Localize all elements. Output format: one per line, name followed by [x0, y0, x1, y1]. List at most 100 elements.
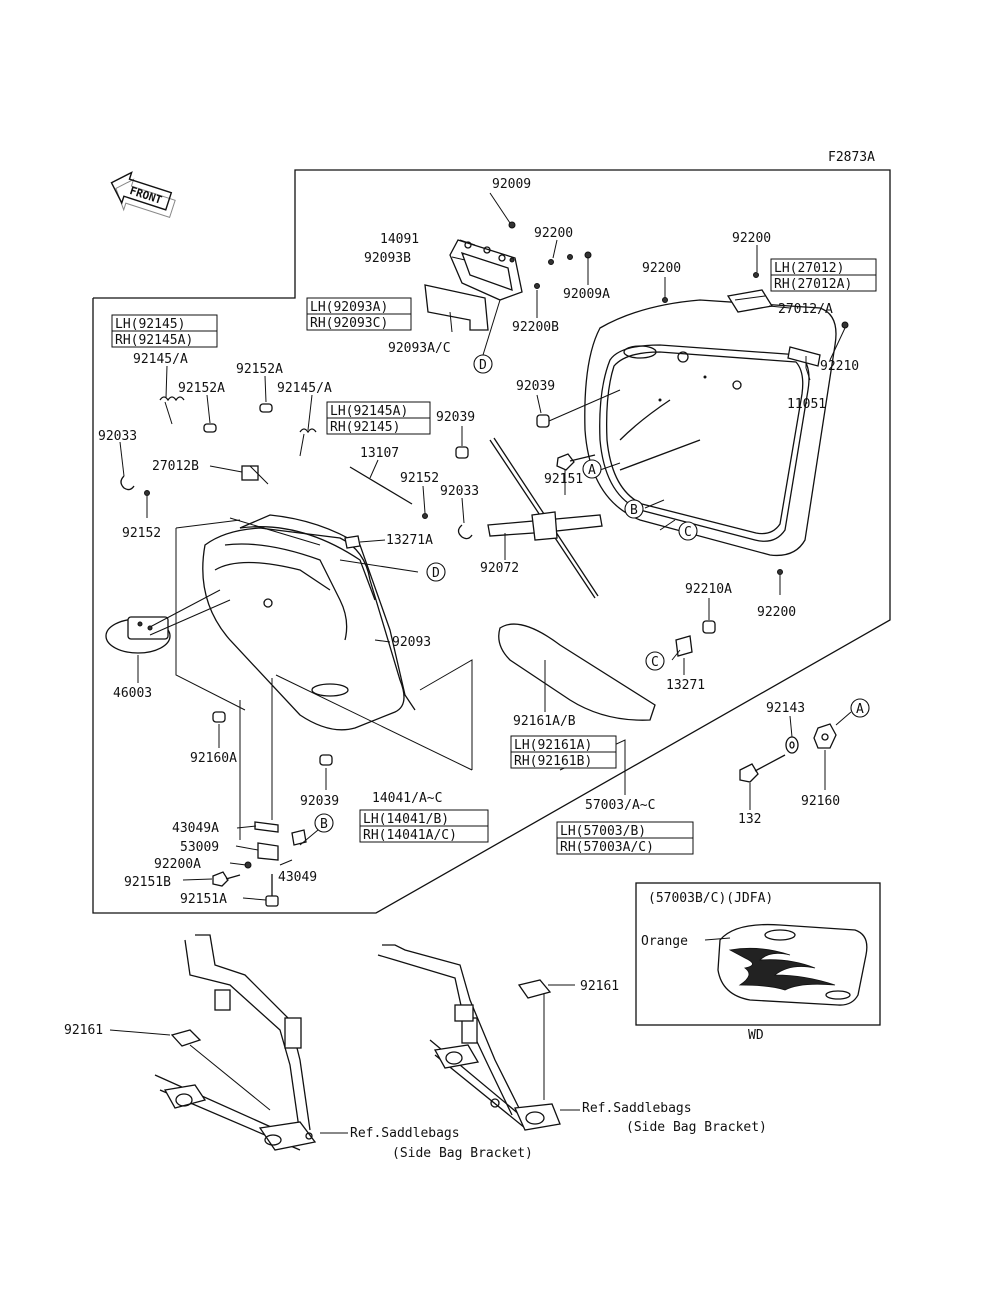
label-92093: 92093: [392, 635, 431, 650]
svg-text:LH(92093A): LH(92093A): [310, 300, 388, 315]
clip-13271A: [344, 535, 361, 549]
label-92160: 92160: [801, 794, 840, 809]
label-11051: 11051: [787, 397, 826, 412]
label-92200A: 92200A: [154, 857, 201, 872]
pin-92152A-right: [259, 403, 273, 413]
label-92009-top: 92009: [492, 177, 531, 192]
svg-text:D: D: [479, 358, 487, 373]
bolt-92039-left: [319, 754, 333, 766]
latch-bracket-27012: [726, 272, 849, 329]
label-92200-a: 92200: [534, 226, 573, 241]
bracket-43049: [291, 829, 307, 846]
label-wd: WD: [748, 1028, 764, 1043]
svg-text:RH(92093C): RH(92093C): [310, 316, 388, 331]
lid-92093: [239, 514, 416, 711]
callout-circles: A A B B C C D D: [314, 354, 870, 833]
label-92145A-left: 92145/A: [133, 352, 188, 367]
bolt-92039-right: [536, 389, 621, 428]
svg-text:LH(92161A): LH(92161A): [514, 738, 592, 753]
label-92093B: 92093B: [364, 251, 411, 266]
callout-a-2: A: [850, 698, 870, 718]
lid-hinge-14091: [449, 239, 523, 301]
label-92200-d: 92200: [757, 605, 796, 620]
label-92151A: 92151A: [180, 892, 227, 907]
label-92145A-right: 92145/A: [277, 381, 332, 396]
bolt-92151A: [265, 874, 279, 907]
label-92161-left: 92161: [64, 1023, 103, 1038]
label-92152-left: 92152: [122, 526, 161, 541]
svg-text:B: B: [630, 503, 638, 518]
label-92200-c: 92200: [732, 231, 771, 246]
label-92152A-right: 92152A: [236, 362, 283, 377]
base-pad-92161AB: [498, 623, 656, 721]
bolt-92151: [556, 453, 596, 471]
bolt-92160A: [212, 711, 226, 723]
label-92151B: 92151B: [124, 875, 171, 890]
lhrh-box-92161: LH(92161A) RH(92161B): [510, 735, 617, 769]
label-ref-left: Ref.Saddlebags: [350, 1126, 460, 1141]
washer-92143: [785, 736, 799, 754]
svg-text:RH(14041A/C): RH(14041A/C): [363, 828, 457, 843]
label-92151: 92151: [544, 472, 583, 487]
label-92072: 92072: [480, 561, 519, 576]
pin-92152-mid: [422, 513, 428, 519]
pin-92152A-left: [203, 423, 217, 433]
callout-d-2: D: [426, 562, 446, 582]
label-132: 132: [738, 812, 761, 827]
callout-b-1: B: [624, 499, 644, 519]
nut-92160: [813, 723, 837, 749]
svg-text:RH(92161B): RH(92161B): [514, 754, 592, 769]
label-orange: Orange: [641, 934, 688, 949]
label-14091: 14091: [380, 232, 419, 247]
label-92152-mid: 92152: [400, 471, 439, 486]
callout-d-1: D: [473, 354, 493, 374]
label-92161-right: 92161: [580, 979, 619, 994]
bolt-92039-mid: [455, 446, 469, 459]
side-bag-bracket-left: [109, 934, 348, 1151]
side-bag-bracket-right: [377, 944, 580, 1131]
svg-text:RH(57003A/C): RH(57003A/C): [560, 840, 654, 855]
rod-13107: [349, 466, 413, 505]
svg-text:LH(14041/B): LH(14041/B): [363, 812, 449, 827]
svg-text:A: A: [856, 702, 864, 717]
label-43049A: 43049A: [172, 821, 219, 836]
washer-92200-d: [777, 569, 783, 575]
svg-text:LH(92145A): LH(92145A): [330, 404, 408, 419]
label-ref-right: Ref.Saddlebags: [582, 1101, 692, 1116]
lhrh-box-92145-right: LH(92145A) RH(92145): [326, 401, 431, 435]
lhrh-box-27012: LH(27012) RH(27012A): [770, 258, 877, 292]
part-labels: 92009 14091 92093B 92200 92009A 92200B 9…: [64, 177, 859, 1161]
label-43049: 43049: [278, 870, 317, 885]
label-92143: 92143: [766, 701, 805, 716]
label-57003AC: 57003/A~C: [585, 798, 655, 813]
figure-code: F2873A: [828, 150, 875, 165]
lhrh-box-57003: LH(57003/B) RH(57003A/C): [556, 821, 694, 855]
callout-a-1: A: [582, 459, 602, 479]
label-92033-mid: 92033: [440, 484, 479, 499]
svg-text:LH(57003/B): LH(57003/B): [560, 824, 646, 839]
label-27012A: 27012/A: [778, 302, 833, 317]
callout-b-2: B: [314, 813, 334, 833]
svg-text:RH(92145): RH(92145): [330, 420, 400, 435]
svg-text:B: B: [320, 817, 328, 832]
svg-text:RH(27012A): RH(27012A): [774, 277, 852, 292]
bolt-92151B: [212, 871, 241, 887]
label-92210A: 92210A: [685, 582, 732, 597]
clip-13271: [675, 635, 693, 657]
label-14041AC: 14041/A~C: [372, 791, 442, 806]
washer-92200-c: [662, 297, 668, 303]
label-92161AB: 92161A/B: [513, 714, 576, 729]
label-ref-left-sub: (Side Bag Bracket): [392, 1146, 533, 1161]
label-92093AC: 92093A/C: [388, 341, 451, 356]
clip-92033-mid: [457, 524, 473, 540]
bolt-132: [739, 754, 786, 783]
callout-c-2: C: [645, 651, 665, 671]
pin-92152-left: [144, 490, 150, 496]
label-13271A: 13271A: [386, 533, 433, 548]
clip-92033-left: [120, 475, 135, 491]
assembly-frame: [92, 169, 891, 914]
orange-leader: [704, 937, 731, 941]
label-inset-title: (57003B/C)(JDFA): [648, 891, 773, 906]
label-92200B: 92200B: [512, 320, 559, 335]
